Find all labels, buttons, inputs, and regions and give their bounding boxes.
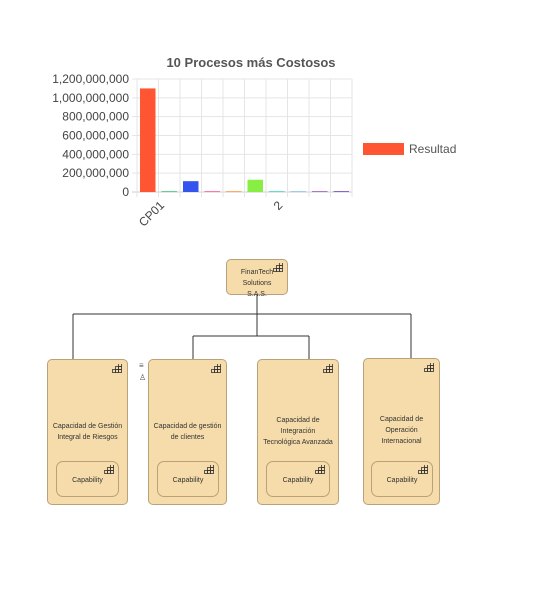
x-axis-ticks: CP01 2	[136, 198, 286, 229]
chart-bar[interactable]	[312, 191, 328, 192]
chart-bar[interactable]	[183, 181, 199, 192]
capability-icon	[204, 465, 214, 474]
chart-bar[interactable]	[204, 191, 220, 192]
y-tick-label: 1,000,000,000	[52, 91, 129, 105]
capability-icon	[418, 465, 428, 474]
capability-icon	[424, 363, 434, 372]
capability-sub-label: Capability	[282, 477, 314, 484]
capability-sub-node[interactable]: Capability	[56, 461, 119, 497]
x-tick-label: CP01	[136, 198, 167, 229]
org-child-node[interactable]: Capacidad de Integración Tecnológica Ava…	[257, 359, 339, 505]
chart-bar[interactable]	[140, 88, 156, 192]
legend-swatch	[363, 143, 404, 155]
chart-bars	[140, 88, 349, 192]
chart-bar[interactable]	[161, 191, 177, 192]
chart-bar[interactable]	[247, 179, 263, 192]
capability-sub-label: Capability	[72, 477, 103, 484]
capability-icon	[315, 465, 325, 474]
capability-icon	[211, 364, 221, 373]
y-tick-label: 800,000,000	[62, 110, 129, 124]
capability-icon	[323, 364, 333, 373]
org-child-label: Capacidad de Gestión Integral de Riesgos	[52, 423, 123, 441]
capability-icon	[112, 364, 122, 373]
y-tick-label: 400,000,000	[62, 147, 129, 161]
org-child-node[interactable]: Capacidad de gestión de clientes Capabil…	[148, 359, 227, 505]
y-tick-label: 1,200,000,000	[52, 72, 129, 86]
chart-title: 10 Procesos más Costosos	[166, 55, 335, 70]
y-axis-ticks: 1,200,000,000 1,000,000,000 800,000,000 600…	[52, 72, 129, 199]
capability-sub-label: Capability	[172, 477, 204, 484]
bar-chart: 10 Procesos más Costosos 1,200,000,0001,…	[52, 55, 456, 229]
x-tick-label: 2	[271, 198, 286, 213]
org-root-label: FinanTech Solutions S.A.S.	[240, 269, 274, 298]
chart-bar[interactable]	[290, 191, 306, 192]
capability-sub-node[interactable]: Capability	[371, 461, 433, 497]
chart-bar[interactable]	[333, 191, 349, 192]
y-tick-label: 200,000,000	[62, 166, 129, 180]
chart-bar[interactable]	[269, 191, 285, 192]
capability-sub-node[interactable]: Capability	[157, 461, 219, 497]
org-child-label: Capacidad de Integración Tecnológica Ava…	[263, 417, 333, 446]
org-child-node[interactable]: Capacidad de Operación Internacional Cap…	[363, 358, 440, 505]
person-icon[interactable]: ♙	[139, 373, 147, 382]
org-child-label: Capacidad de gestión de clientes	[153, 423, 222, 441]
legend-label: Resultad	[409, 142, 456, 156]
y-tick-label: 600,000,000	[62, 129, 129, 143]
capability-sub-node[interactable]: Capability	[266, 461, 330, 497]
y-tick-label: 0	[122, 185, 129, 199]
chart-grid	[132, 78, 353, 197]
capability-sub-label: Capability	[386, 477, 418, 484]
menu-icon[interactable]: ≡	[139, 361, 144, 370]
chart-legend[interactable]: Resultad	[363, 142, 456, 156]
org-root-node[interactable]: FinanTech Solutions S.A.S.	[226, 259, 288, 298]
org-child-label: Capacidad de Operación Internacional	[379, 416, 424, 445]
capability-icon	[104, 465, 114, 474]
org-child-node[interactable]: Capacidad de Gestión Integral de Riesgos…	[47, 359, 128, 505]
chart-bar[interactable]	[226, 191, 242, 192]
capability-icon	[273, 263, 283, 272]
